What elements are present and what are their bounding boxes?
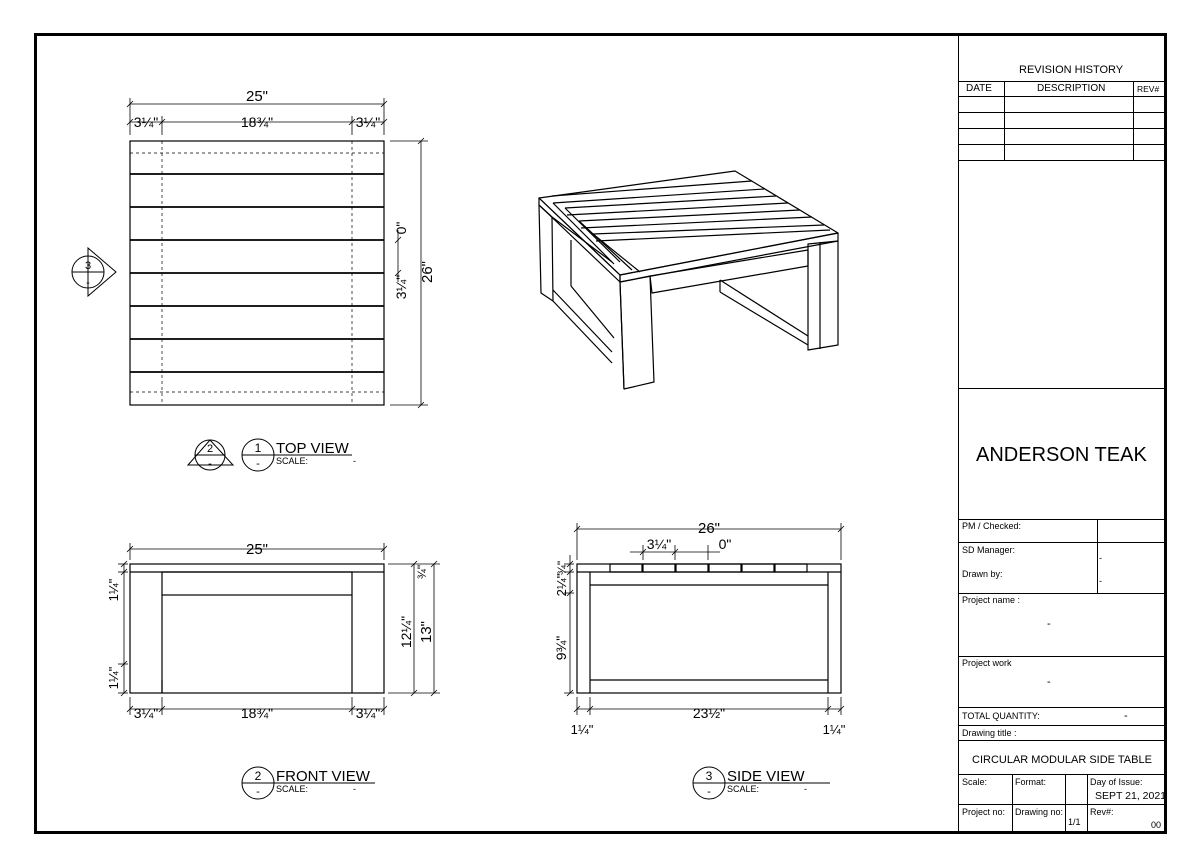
- top-overall-depth: 26": [419, 261, 436, 283]
- revision-history-heading: REVISION HISTORY: [1019, 64, 1124, 76]
- project-work-label: Project work: [962, 658, 1012, 668]
- front-bottom-rail: 1¼": [106, 666, 121, 689]
- project-work-value: -: [1047, 676, 1051, 688]
- rev-label: Rev#:: [1090, 807, 1114, 817]
- top-view-scale-label: SCALE:: [276, 456, 308, 466]
- side-marker-sub: -: [86, 277, 90, 289]
- revision-col-date: DATE: [966, 83, 992, 94]
- front-view-number-sub: -: [256, 786, 260, 798]
- side-opening: 9¾": [553, 636, 569, 660]
- sd-manager-label: SD Manager:: [962, 545, 1016, 555]
- side-view-number-sub: -: [707, 786, 711, 798]
- top-view-dimensions: [126, 98, 428, 409]
- total-quantity-value: -: [1124, 710, 1128, 722]
- company-name: ANDERSON TEAK: [976, 444, 1147, 466]
- side-inner-width: 23½": [693, 705, 725, 721]
- front-apron: ¾": [415, 565, 429, 579]
- top-view-drawing: [129, 140, 385, 406]
- project-no-label: Project no:: [962, 807, 1006, 817]
- drawing-title: CIRCULAR MODULAR SIDE TABLE: [972, 754, 1152, 766]
- format-label: Format:: [1015, 777, 1047, 787]
- day-of-issue: SEPT 21, 2021: [1095, 790, 1167, 802]
- drawn-by-value: -: [1099, 576, 1102, 586]
- side-view-title: SIDE VIEW: [727, 768, 805, 785]
- side-view-scale-value: -: [804, 784, 807, 794]
- side-view-title-marker: [692, 766, 830, 800]
- top-right-margin: 3¼": [356, 114, 380, 130]
- front-overall-height: 13": [418, 621, 435, 643]
- drawn-by-label: Drawn by:: [962, 569, 1003, 579]
- top-middle: 18¾": [241, 114, 273, 130]
- side-view-drawing: [576, 563, 842, 694]
- rev-value: 00: [1151, 820, 1162, 830]
- front-left-leg: 3¼": [134, 705, 158, 721]
- side-overall-width: 26": [698, 520, 720, 537]
- front-view-title: FRONT VIEW: [276, 768, 371, 785]
- front-view-scale-label: SCALE:: [276, 784, 308, 794]
- section-marker-sub: -: [208, 458, 212, 470]
- front-view-dimensions: [118, 543, 440, 715]
- top-slat: 3¼": [393, 275, 409, 299]
- section-marker-3: [71, 246, 117, 298]
- top-view-title: TOP VIEW: [276, 440, 350, 457]
- sd-manager-value: -: [1099, 553, 1102, 563]
- side-view-number: 3: [706, 769, 713, 783]
- front-view-drawing: [129, 563, 385, 694]
- side-slat: 3¼": [647, 536, 671, 552]
- drawing-area: 25" 3¼" 18¾" 3¼" 0" 3¼" 26" 3 - 2 - 1 - …: [71, 88, 846, 800]
- side-view-scale-label: SCALE:: [727, 784, 759, 794]
- project-name-label: Project name :: [962, 595, 1021, 605]
- top-left-margin: 3¼": [134, 114, 158, 130]
- side-view-dimensions: [564, 523, 845, 715]
- front-view-number: 2: [255, 769, 262, 783]
- revision-col-rev: REV#: [1137, 84, 1160, 94]
- section-marker-number: 2: [207, 443, 213, 455]
- scale-label: Scale:: [962, 777, 988, 787]
- front-right-leg: 3¼": [356, 705, 380, 721]
- front-middle: 18¾": [241, 705, 273, 721]
- side-right-leg: 1¼": [823, 722, 846, 737]
- drawing-no: 1/1: [1068, 817, 1081, 827]
- side-left-leg: 1¼": [571, 722, 594, 737]
- total-quantity-label: TOTAL QUANTITY:: [962, 711, 1040, 721]
- project-name-value: -: [1047, 618, 1051, 630]
- front-top-rail: 1¼": [106, 578, 121, 601]
- drawing-no-label: Drawing no:: [1015, 807, 1064, 817]
- top-gap: 0": [393, 222, 409, 235]
- side-apron: 2¼": [554, 573, 569, 596]
- side-gap: 0": [719, 536, 732, 552]
- isometric-view: [538, 170, 839, 390]
- pm-checked-label: PM / Checked:: [962, 521, 1022, 531]
- top-view-number-sub: -: [256, 458, 260, 470]
- drawing-sheet-border: [34, 33, 1167, 834]
- day-of-issue-label: Day of Issue:: [1090, 777, 1143, 787]
- front-view-title-marker: [241, 766, 375, 800]
- top-view-number: 1: [255, 441, 262, 455]
- revision-col-description: DESCRIPTION: [1037, 83, 1106, 94]
- top-view-scale-value: -: [353, 456, 356, 466]
- side-top: ¾": [555, 561, 569, 575]
- side-marker-number: 3: [85, 260, 91, 272]
- title-block: REVISION HISTORY DATE DESCRIPTION REV# A…: [958, 36, 1167, 831]
- front-view-scale-value: -: [353, 784, 356, 794]
- front-inner-height: 12¼": [398, 616, 414, 648]
- top-view-title-markers: [186, 438, 352, 472]
- drawing-title-label: Drawing title :: [962, 728, 1017, 738]
- top-overall-width: 25": [246, 88, 268, 105]
- front-overall-width: 25": [246, 541, 268, 558]
